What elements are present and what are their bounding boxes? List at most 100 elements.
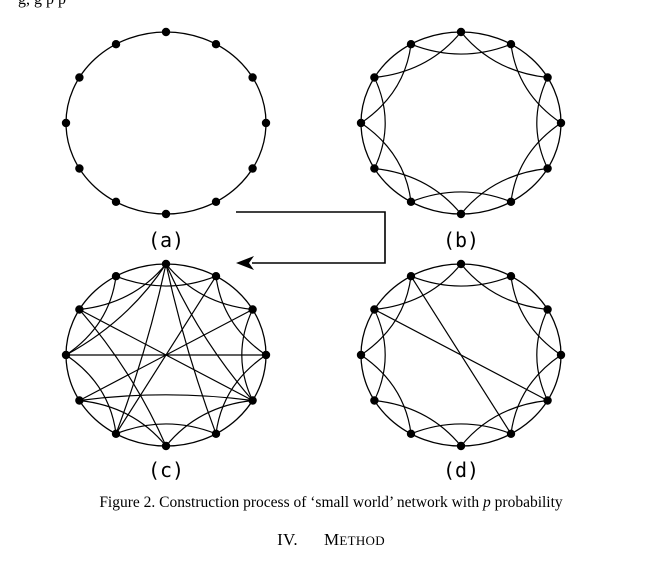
network-edge: [374, 31, 462, 79]
network-node: [161, 441, 171, 451]
network-edge: [510, 44, 562, 124]
network-node: [75, 305, 84, 314]
network-edge: [460, 31, 548, 79]
network-node: [211, 40, 221, 49]
panel-label-d: (d): [443, 458, 479, 482]
network-node: [406, 272, 416, 281]
network-node: [75, 73, 84, 82]
network-edge: [460, 167, 548, 215]
network-edge: [65, 276, 117, 356]
network-edge: [410, 275, 512, 287]
network-node: [261, 350, 271, 360]
caption-variable: p: [483, 494, 491, 511]
small-world-figure: (a) (b) (c) (d): [61, 27, 566, 482]
network-node: [556, 118, 566, 128]
network-edge: [65, 263, 167, 356]
section-number: IV.: [277, 530, 298, 549]
network-edge: [460, 263, 548, 311]
network-edge: [360, 122, 412, 202]
network-edge: [360, 44, 412, 124]
network-edge: [115, 423, 217, 435]
network-node: [111, 272, 121, 281]
network-node: [356, 350, 366, 360]
network-edge: [410, 191, 512, 203]
figure-caption: Figure 2. Construction process of ‘small…: [0, 494, 662, 512]
network-node: [543, 73, 552, 82]
panel-c-rewired-network: [61, 259, 271, 451]
network-node: [543, 164, 552, 173]
network-node: [161, 27, 171, 37]
network-node: [456, 27, 466, 37]
network-node: [406, 429, 416, 438]
network-node: [456, 209, 466, 219]
network-edge: [79, 394, 253, 402]
network-node: [556, 350, 566, 360]
network-node: [506, 272, 516, 281]
network-node: [111, 197, 121, 206]
caption-prefix: Figure 2. Construction process of ‘small…: [99, 494, 484, 511]
network-node: [506, 40, 516, 49]
network-edge: [374, 167, 462, 215]
panel-a-regular-ring: [61, 27, 271, 219]
network-node: [61, 350, 71, 360]
network-edge: [65, 354, 117, 434]
network-node: [111, 40, 121, 49]
network-node: [543, 305, 552, 314]
ring-circle: [360, 31, 562, 215]
arrow-head-icon: [236, 256, 254, 270]
network-node: [506, 197, 516, 206]
section-title-rest: ETHOD: [339, 533, 385, 548]
network-node: [248, 73, 257, 82]
network-edge: [115, 275, 217, 287]
section-title-initial: M: [323, 530, 340, 549]
caption-suffix: probability: [490, 494, 563, 511]
network-edge: [410, 275, 512, 435]
network-node: [248, 305, 257, 314]
network-node: [261, 118, 271, 128]
panel-label-b: (b): [443, 228, 479, 252]
network-edge: [510, 276, 562, 356]
network-node: [456, 259, 466, 269]
network-node: [370, 305, 379, 314]
network-node: [406, 40, 416, 49]
network-node: [211, 429, 221, 438]
network-node: [161, 259, 171, 269]
network-node: [111, 429, 121, 438]
panel-label-c: (c): [148, 458, 184, 482]
network-node: [506, 429, 516, 438]
panel-b-nearest-neighbor-ring: [356, 27, 566, 219]
network-node: [406, 197, 416, 206]
network-node: [211, 197, 221, 206]
network-node: [61, 118, 71, 128]
network-edge: [165, 399, 253, 447]
network-edge: [536, 77, 549, 169]
network-edge: [115, 263, 167, 435]
network-edge: [536, 309, 549, 401]
network-edge: [79, 399, 167, 447]
network-node: [75, 396, 84, 405]
network-edge: [165, 263, 217, 435]
panel-label-a: (a): [148, 228, 184, 252]
network-node: [248, 164, 257, 173]
network-node: [370, 73, 379, 82]
panel-d-small-world-network: [356, 259, 566, 451]
transition-arrow: [236, 211, 386, 270]
network-edge: [374, 399, 462, 447]
network-node: [248, 396, 257, 405]
network-node: [456, 441, 466, 451]
network-node: [161, 209, 171, 219]
cropped-header-text: g, g p p: [18, 0, 66, 9]
network-node: [356, 118, 366, 128]
network-node: [75, 164, 84, 173]
network-edge: [410, 423, 512, 435]
network-edge: [410, 43, 512, 55]
network-edge: [360, 354, 412, 434]
section-heading: IV. METHOD: [0, 530, 662, 550]
network-node: [370, 396, 379, 405]
network-edge: [79, 263, 167, 311]
ring-circle: [65, 31, 267, 215]
network-node: [211, 272, 221, 281]
network-node: [370, 164, 379, 173]
network-edge: [373, 309, 386, 401]
network-edge: [373, 77, 386, 169]
